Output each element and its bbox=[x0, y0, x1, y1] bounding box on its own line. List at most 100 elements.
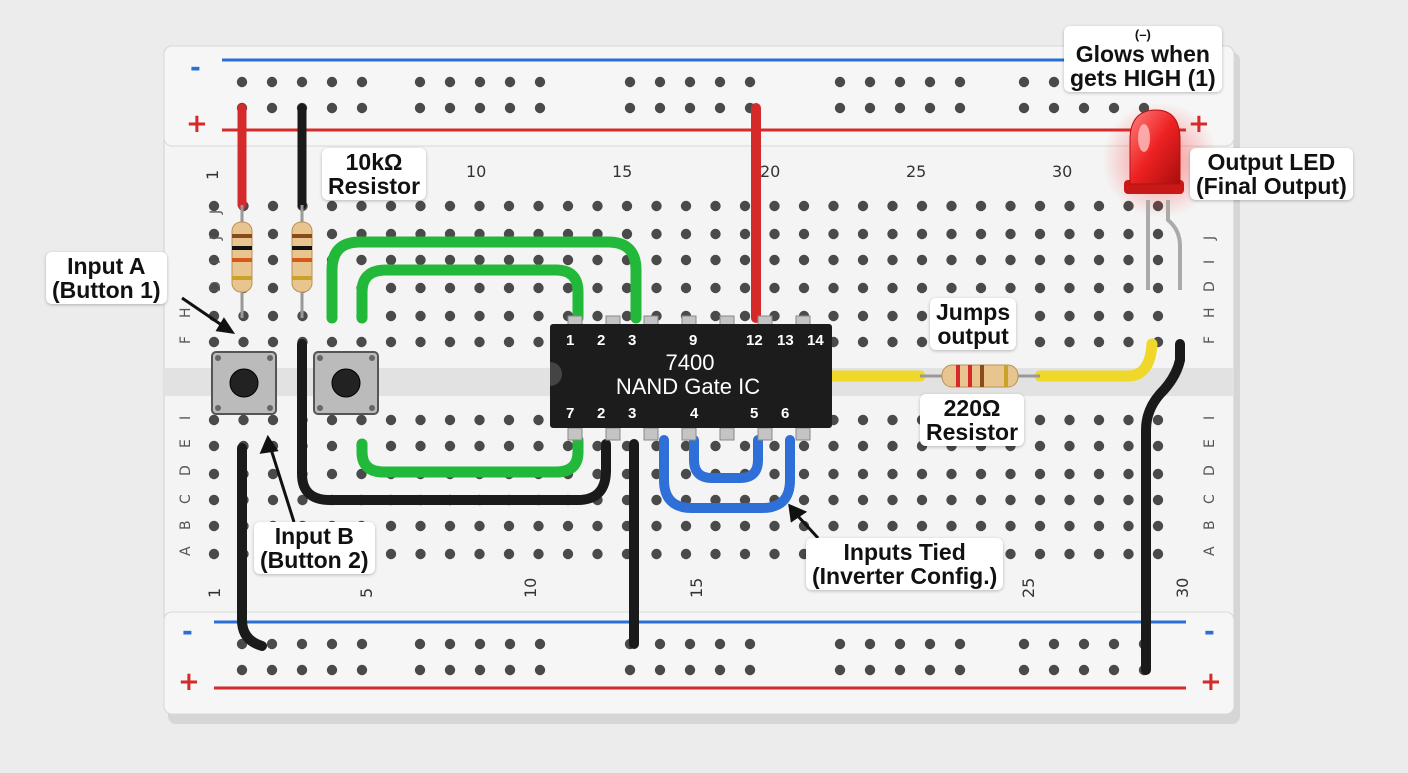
row-letter-r-ba: A bbox=[1202, 546, 1218, 556]
breadboard-hole bbox=[236, 76, 248, 88]
ic-pin-label-13: 13 bbox=[777, 332, 794, 349]
breadboard-hole bbox=[444, 282, 456, 294]
breadboard-hole bbox=[444, 254, 456, 266]
breadboard-hole bbox=[680, 440, 692, 452]
push-button-1[interactable] bbox=[211, 351, 277, 415]
breadboard-hole bbox=[1048, 638, 1060, 650]
breadboard-hole bbox=[710, 282, 721, 294]
breadboard-hole bbox=[798, 200, 810, 212]
breadboard-hole bbox=[1064, 440, 1075, 452]
breadboard-hole bbox=[267, 494, 279, 506]
breadboard-hole bbox=[887, 414, 898, 426]
breadboard-hole bbox=[1048, 76, 1060, 88]
breadboard-hole bbox=[651, 520, 662, 532]
breadboard-hole bbox=[385, 440, 397, 452]
ic-pin-label-9: 9 bbox=[689, 332, 697, 349]
breadboard-hole bbox=[828, 228, 839, 240]
breadboard-hole bbox=[739, 494, 751, 506]
breadboard-hole bbox=[680, 254, 692, 266]
ic-pin-label-14: 14 bbox=[807, 332, 824, 349]
row-letter-d: D bbox=[208, 281, 224, 292]
breadboard-hole bbox=[769, 228, 780, 240]
breadboard-hole bbox=[651, 200, 662, 212]
breadboard-hole bbox=[739, 310, 751, 322]
push-button-2[interactable] bbox=[313, 351, 379, 415]
ic-pin-label-b6: 6 bbox=[781, 405, 789, 422]
breadboard-hole bbox=[562, 548, 574, 560]
breadboard-hole bbox=[1093, 336, 1105, 348]
breadboard-hole bbox=[385, 254, 397, 266]
breadboard-hole bbox=[680, 468, 692, 480]
breadboard-hole bbox=[769, 468, 780, 480]
breadboard-hole bbox=[208, 520, 220, 532]
breadboard-hole bbox=[710, 254, 721, 266]
breadboard-hole bbox=[1093, 282, 1105, 294]
breadboard-hole bbox=[474, 336, 485, 348]
breadboard-hole bbox=[1005, 200, 1016, 212]
breadboard-hole bbox=[924, 76, 936, 88]
row-letter-r-bc: C bbox=[1202, 494, 1218, 504]
breadboard-hole bbox=[857, 468, 869, 480]
breadboard-hole bbox=[887, 468, 898, 480]
row-letter-r-bd: D bbox=[1202, 465, 1218, 476]
breadboard-hole bbox=[592, 282, 603, 294]
breadboard-hole bbox=[651, 254, 662, 266]
breadboard-hole bbox=[1123, 228, 1134, 240]
breadboard-hole bbox=[828, 254, 839, 266]
breadboard-hole bbox=[714, 664, 726, 676]
breadboard-hole bbox=[834, 664, 846, 676]
breadboard-hole bbox=[1064, 548, 1075, 560]
breadboard-hole bbox=[798, 440, 810, 452]
row-letter-j2: J bbox=[208, 236, 224, 241]
label-inputs-tied-line2: (Inverter Config.) bbox=[812, 563, 998, 590]
breadboard-hole bbox=[503, 336, 515, 348]
breadboard-hole bbox=[474, 548, 485, 560]
breadboard-hole bbox=[684, 664, 696, 676]
breadboard-hole bbox=[975, 282, 987, 294]
breadboard-hole bbox=[208, 254, 220, 266]
breadboard-hole bbox=[356, 336, 367, 348]
breadboard-hole bbox=[828, 440, 839, 452]
breadboard-hole bbox=[864, 76, 876, 88]
breadboard-hole bbox=[533, 310, 544, 322]
breadboard-hole bbox=[680, 228, 692, 240]
row-letter-i: I bbox=[208, 260, 224, 264]
breadboard-hole bbox=[954, 102, 966, 114]
row-letters-left: J J I D H F I E D C B A bbox=[178, 210, 224, 556]
breadboard-hole bbox=[1064, 520, 1075, 532]
breadboard-hole bbox=[415, 200, 426, 212]
breadboard-hole bbox=[1152, 548, 1164, 560]
breadboard-hole bbox=[474, 282, 485, 294]
black-wire-button-b bbox=[297, 339, 611, 505]
ic-body bbox=[550, 324, 832, 428]
breadboard-hole bbox=[834, 76, 846, 88]
col-num-b-10: 10 bbox=[521, 578, 540, 598]
breadboard-hole bbox=[326, 336, 338, 348]
row-letter-r-h: H bbox=[1202, 307, 1218, 318]
breadboard-hole bbox=[834, 102, 846, 114]
breadboard-hole bbox=[680, 282, 692, 294]
label-led-glows-line2: gets HIGH (1) bbox=[1070, 64, 1216, 91]
breadboard-hole bbox=[894, 76, 906, 88]
breadboard-hole bbox=[444, 548, 456, 560]
breadboard-hole bbox=[894, 102, 906, 114]
breadboard-hole bbox=[533, 548, 544, 560]
breadboard-hole bbox=[534, 102, 546, 114]
col-num-1: 1 bbox=[203, 170, 222, 180]
breadboard-hole bbox=[503, 414, 515, 426]
breadboard-hole bbox=[474, 200, 485, 212]
row-letter-bi: I bbox=[178, 416, 194, 420]
breadboard-hole bbox=[562, 254, 574, 266]
breadboard-hole bbox=[1034, 414, 1046, 426]
breadboard-hole bbox=[916, 336, 928, 348]
breadboard-hole bbox=[857, 494, 869, 506]
breadboard-hole bbox=[444, 310, 456, 322]
breadboard-hole bbox=[414, 664, 426, 676]
pointer-arrows bbox=[181, 296, 820, 540]
breadboard-hole bbox=[533, 282, 544, 294]
yellow-wire-right bbox=[1034, 338, 1158, 382]
breadboard-hole bbox=[326, 414, 338, 426]
breadboard-hole bbox=[798, 494, 810, 506]
breadboard-hole bbox=[474, 102, 486, 114]
